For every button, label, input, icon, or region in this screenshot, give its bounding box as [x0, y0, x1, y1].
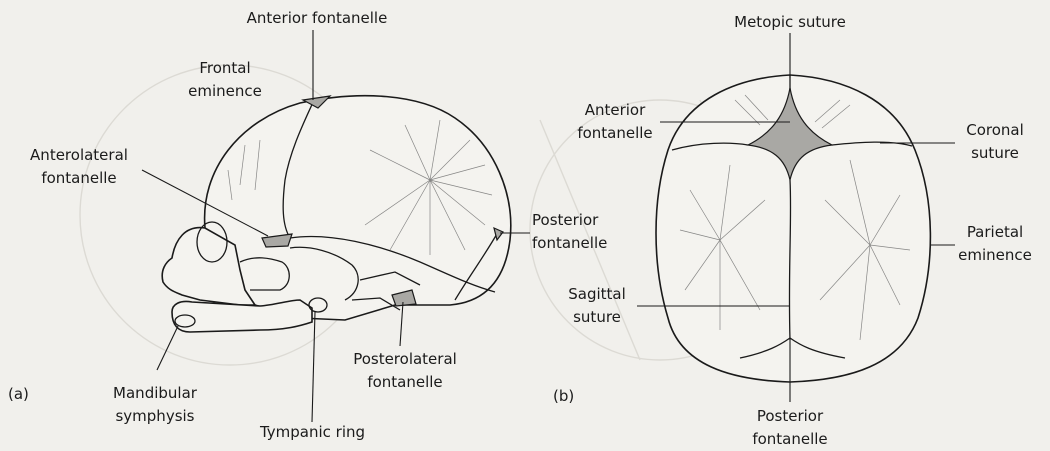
- label-frontal-eminence-line1: Frontal: [180, 58, 270, 79]
- label-posterolateral-fontanelle-line1: Posterolateral: [340, 349, 470, 370]
- label-parietal-eminence-line2: eminence: [950, 245, 1040, 266]
- panel-a-tag: (a): [8, 384, 29, 405]
- lateral-skull-view: [162, 96, 511, 332]
- label-mandibular-symphysis-line1: Mandibular: [100, 383, 210, 404]
- label-coronal-suture-line2: suture: [950, 143, 1040, 164]
- label-parietal-eminence-line1: Parietal: [950, 222, 1040, 243]
- label-sagittal-suture-line2: suture: [558, 307, 636, 328]
- label-anterolateral-fontanelle-line1: Anterolateral: [8, 145, 150, 166]
- mandible: [172, 300, 312, 332]
- label-posterior-fontanelle-b-line2: fontanelle: [740, 429, 840, 450]
- label-posterior-fontanelle-b-line1: Posterior: [740, 406, 840, 427]
- label-mandibular-symphysis-line2: symphysis: [100, 406, 210, 427]
- label-metopic-suture: Metopic suture: [720, 12, 860, 33]
- label-posterolateral-fontanelle-line2: fontanelle: [340, 372, 470, 393]
- label-anterior-fontanelle-a: Anterior fontanelle: [232, 8, 402, 29]
- label-anterolateral-fontanelle-line2: fontanelle: [8, 168, 150, 189]
- label-posterior-fontanelle-a-line1: Posterior: [532, 210, 632, 231]
- label-coronal-suture-line1: Coronal: [950, 120, 1040, 141]
- label-sagittal-suture-line1: Sagittal: [558, 284, 636, 305]
- label-frontal-eminence-line2: eminence: [180, 81, 270, 102]
- superior-skull-view: [656, 75, 930, 382]
- label-tympanic-ring: Tympanic ring: [240, 422, 385, 443]
- panel-b-tag: (b): [553, 386, 574, 407]
- label-anterior-fontanelle-b-line1: Anterior: [568, 100, 662, 121]
- label-posterior-fontanelle-a-line2: fontanelle: [532, 233, 632, 254]
- label-anterior-fontanelle-b-line2: fontanelle: [568, 123, 662, 144]
